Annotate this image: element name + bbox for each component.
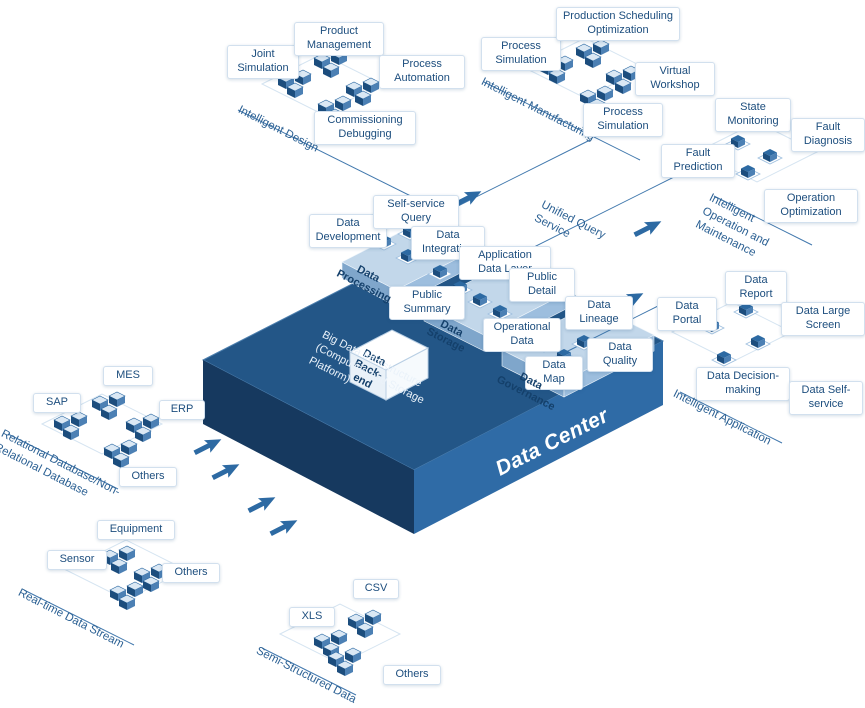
- sap-icon: [53, 411, 88, 441]
- node-data-decision-making: Data Decision-making: [696, 367, 790, 401]
- flow-arrow-up-right: [209, 457, 243, 485]
- node-equipment: Equipment: [97, 520, 175, 540]
- node-state-monitoring: State Monitoring: [715, 98, 791, 132]
- node-mes: MES: [103, 366, 153, 386]
- platform-left-face: [203, 360, 414, 534]
- flow-arrow-up-right: [631, 214, 665, 242]
- node-data-quality: Data Quality: [587, 338, 653, 372]
- flow-arrow-up-right: [267, 513, 301, 541]
- flow-arrow-up-right: [191, 432, 225, 460]
- node-operation-optimization: Operation Optimization: [764, 189, 858, 223]
- node-sensor: Sensor: [47, 550, 107, 570]
- sensor-icon: [109, 581, 144, 611]
- node-process-automation: Process Automation: [379, 55, 465, 89]
- node-process-simulation-a: Process Simulation: [481, 37, 561, 71]
- node-process-simulation-b: Process Simulation: [583, 103, 663, 137]
- node-data-development: Data Development: [309, 214, 387, 248]
- node-fault-diagnosis: Fault Diagnosis: [791, 118, 865, 152]
- node-virtual-workshop: Virtual Workshop: [635, 62, 715, 96]
- node-production-scheduling-optimization: Production Scheduling Optimization: [556, 7, 680, 41]
- node-commissioning-debugging: Commissioning Debugging: [314, 111, 416, 145]
- node-operational-data: Operational Data: [483, 318, 561, 352]
- csv-icon: [347, 609, 382, 639]
- node-data-map: Data Map: [525, 356, 583, 390]
- node-public-detail: Public Detail: [509, 268, 575, 302]
- node-self-service-query: Self-service Query: [373, 195, 459, 229]
- node-data-portal: Data Portal: [657, 297, 717, 331]
- node-data-self-service: Data Self-service: [789, 381, 863, 415]
- node-others-semi: Others: [383, 665, 441, 685]
- production-scheduling-icon: [575, 39, 610, 69]
- node-others-relational: Others: [119, 467, 177, 487]
- node-erp: ERP: [159, 400, 205, 420]
- platform-right-face: [414, 341, 663, 534]
- node-fault-prediction: Fault Prediction: [661, 144, 735, 178]
- node-csv: CSV: [353, 579, 399, 599]
- node-sap: SAP: [33, 393, 81, 413]
- node-xls: XLS: [289, 607, 335, 627]
- node-public-summary: Public Summary: [389, 286, 465, 320]
- node-joint-simulation: Joint Simulation: [227, 45, 299, 79]
- data-large-screen-icon: [745, 334, 771, 351]
- node-others-realtime: Others: [162, 563, 220, 583]
- node-data-large-screen: Data Large Screen: [781, 302, 865, 336]
- fault-prediction-icon: [735, 164, 761, 181]
- node-data-lineage: Data Lineage: [565, 296, 633, 330]
- node-product-management: Product Management: [294, 22, 384, 56]
- node-data-report: Data Report: [725, 271, 787, 305]
- flow-arrow-up-right: [245, 490, 279, 518]
- data-backend-cube: [348, 329, 430, 401]
- fault-diagnosis-icon: [757, 148, 783, 165]
